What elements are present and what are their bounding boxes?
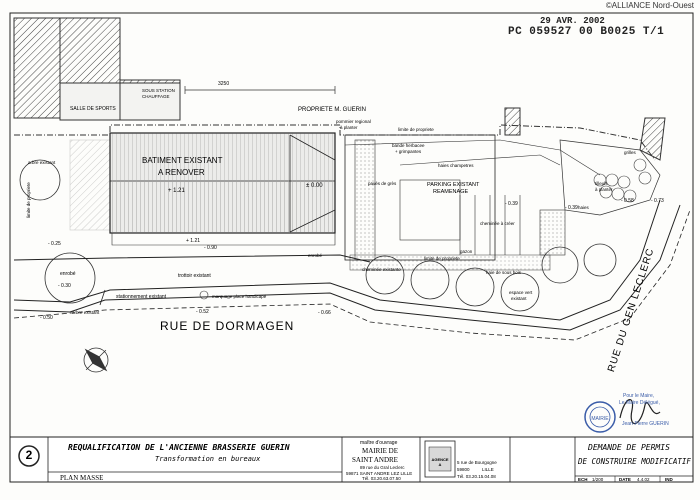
level-052: - 0.52 xyxy=(196,309,209,315)
mairie-address2: 59871 SAINT ANDRE LEZ LILLE xyxy=(346,471,413,476)
label-pommier: pommier regional xyxy=(336,119,371,124)
label-enrobe-top: enrobé xyxy=(308,253,323,258)
signature-line1: Pour le Maire, xyxy=(623,393,655,399)
level-090: - 0.90 xyxy=(204,245,217,251)
sheet-number: 2 xyxy=(25,448,33,462)
label-cheminee-existante: cheminée existante xyxy=(362,267,401,272)
label-cheminee: cheminée à créer xyxy=(480,221,515,226)
kerb-line-2 xyxy=(13,199,661,321)
ech-label: ECH xyxy=(578,477,588,482)
shrub-group xyxy=(593,158,652,203)
svg-text:MAIRIE: MAIRIE xyxy=(591,416,609,422)
municipal-seal: MAIRIE xyxy=(584,401,616,433)
label-haie-bois: haie de sous bois xyxy=(486,270,522,275)
label-tilleuls: tilleuls xyxy=(595,181,608,186)
date-value: 4.4.02 xyxy=(637,477,650,482)
mairie-line1: MAIRIE DE xyxy=(362,447,398,455)
level-066: - 0.66 xyxy=(318,310,331,316)
project-subtitle: Transformation en bureaux xyxy=(155,455,261,463)
level-039: - 0.39 xyxy=(505,201,518,207)
label-bande-herbacee: bande herbacee xyxy=(392,143,425,148)
level-050: - 0.50 xyxy=(40,315,53,321)
label-a-planter: à planter xyxy=(340,125,358,130)
road-axis xyxy=(13,209,691,341)
label-limite-left: limite de propriete xyxy=(26,182,31,218)
level-000: ± 0.00 xyxy=(306,183,323,189)
label-haies-champetres: haies champetres xyxy=(438,163,474,168)
sous-station-block xyxy=(119,79,181,121)
demande-line1: DEMANDE DE PERMIS xyxy=(588,443,670,452)
signature xyxy=(619,399,661,425)
signature-line2: Le Maire Délégué, xyxy=(619,400,660,406)
maitre-label: maître d'ouvrage xyxy=(360,440,398,446)
label-propriete: PROPRIETE M. GUERIN xyxy=(298,107,367,113)
label-a-planter-right: à planter xyxy=(595,187,613,192)
demande-line2: DE CONSTRUIRE MODIFICATIF xyxy=(578,457,691,466)
hatched-neighbour-right xyxy=(504,107,521,136)
mairie-tel: Tél. 03.20.63.07.50 xyxy=(362,476,401,481)
label-batiment-1: BATIMENT EXISTANT xyxy=(142,156,223,165)
level-058: - 0.58 xyxy=(621,198,634,204)
project-title: REQUALIFICATION DE L'ANCIENNE BRASSERIE … xyxy=(68,443,290,452)
label-sous-station: SOUS STATION CHAUFFAGE xyxy=(142,88,175,99)
ech-value: 1/200 xyxy=(592,477,604,482)
kerb-line-3 xyxy=(13,204,681,331)
street-trees xyxy=(19,159,617,312)
mairie-address1: 89 rue du Gral Leclerc xyxy=(360,465,405,470)
mairie-line2: SAINT ANDRE xyxy=(352,456,398,464)
agence-tel: Tél. 03.20.15.04.08 xyxy=(457,474,496,479)
label-grilles: grilles xyxy=(624,150,636,155)
level-121b: + 1.21 xyxy=(186,238,201,244)
agence-label: AGENCE A xyxy=(431,457,449,467)
agence-address1: 5 rue de Bourgogne xyxy=(457,460,497,465)
label-dimension: 3250 xyxy=(218,81,230,87)
street-name-leclerc: RUE DU GEN LECLERC xyxy=(606,246,657,374)
label-marquage: marquage place handicapé xyxy=(212,294,267,299)
agence-logo xyxy=(424,440,456,478)
label-batiment-2: A RENOVER xyxy=(158,168,205,177)
label-salle-sports: SALLE DE SPORTS xyxy=(70,106,116,112)
signature-name: Jean-Pierre GUERIN xyxy=(622,421,669,427)
hatched-neighbour-corner xyxy=(639,117,666,161)
label-limite-bottom: limite de propriete xyxy=(424,256,460,261)
watermark: ©ALLIANCE Nord-Ouest xyxy=(605,1,694,10)
street-name-dormagen: RUE DE DORMAGEN xyxy=(160,319,295,333)
level-forward: - 0.39 xyxy=(565,205,578,211)
label-haies: haies xyxy=(578,205,589,210)
level-025: - 0.25 xyxy=(48,241,61,247)
stamp-date: 29 AVR. 2002 xyxy=(540,16,605,26)
date-label: DATE xyxy=(619,477,631,482)
kerb-line-1 xyxy=(13,254,371,263)
label-arbre-left: arbre existant xyxy=(28,160,56,165)
north-arrow-icon xyxy=(83,347,109,373)
label-grimpantes: + grimpantes xyxy=(395,149,422,154)
label-arbre-bottom: arbre existant xyxy=(72,310,100,315)
level-121: + 1.21 xyxy=(168,188,185,194)
label-trottoir: trottoir existant xyxy=(178,273,211,279)
label-parking-2: REAMENAGE xyxy=(433,189,469,195)
label-gazon: gazon xyxy=(460,249,473,254)
ind-label: IND xyxy=(665,477,673,482)
label-parking-1: PARKING EXISTANT xyxy=(427,182,480,188)
sheet-number-circle xyxy=(18,445,40,467)
level-030: - 0.30 xyxy=(58,283,71,289)
label-limite-top: limite de propriete xyxy=(398,127,434,132)
label-espace-vert-2: existant xyxy=(511,296,527,301)
label-paves: pavés de grès xyxy=(368,181,397,186)
permit-number: PC 059527 00 B0025 T/1 xyxy=(508,26,665,38)
plan-name: PLAN MASSE xyxy=(60,474,104,482)
agence-address2: 59800 LILLE xyxy=(457,467,494,472)
level-073: - 0.73 xyxy=(651,198,664,204)
label-enrobe-left: enrobé xyxy=(60,271,76,277)
title-block xyxy=(9,436,694,483)
label-stationnement: stationnement existant xyxy=(116,294,167,300)
label-espace-vert-1: espace vert xyxy=(509,290,533,295)
